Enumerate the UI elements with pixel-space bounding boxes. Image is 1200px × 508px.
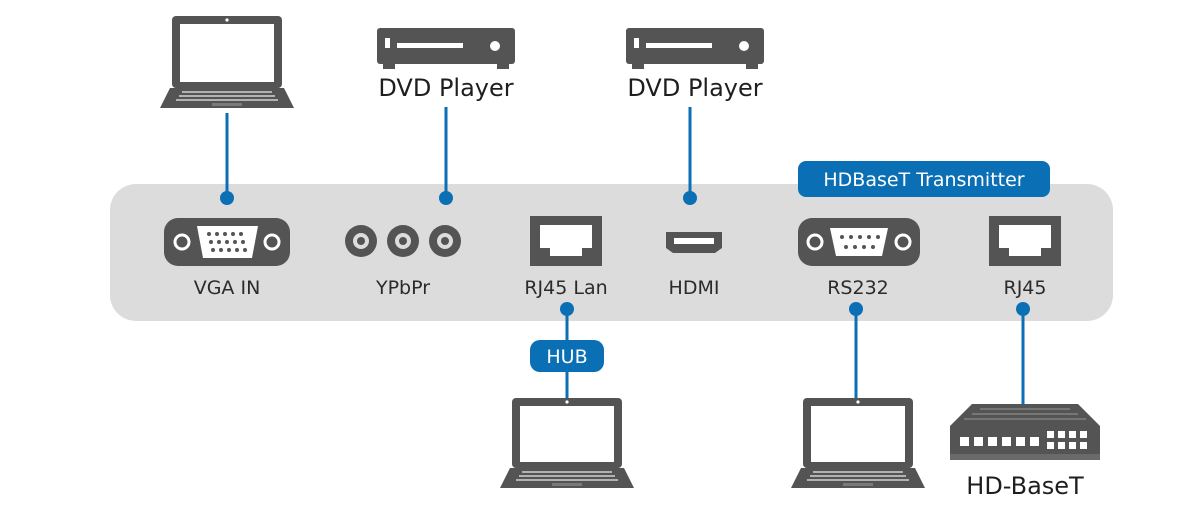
dot-ypbpr <box>439 191 453 205</box>
port-label-rj45: RJ45 <box>1004 277 1047 299</box>
dvd-label-hdmi: DVD Player <box>627 74 762 102</box>
connection-dots <box>220 191 1030 316</box>
transmitter-badge-label: HDBaseT Transmitter <box>823 169 1024 191</box>
port-label-ypbpr: YPbPr <box>375 277 430 299</box>
transmitter-badge <box>798 161 1050 197</box>
dot-rj45lan <box>560 302 574 316</box>
dot-vga <box>220 191 234 205</box>
dot-rj45 <box>1016 302 1030 316</box>
dot-rs232 <box>849 302 863 316</box>
hub-badge-label: HUB <box>546 346 587 368</box>
dvd-player-icon <box>377 28 515 69</box>
hub-badge <box>530 340 604 372</box>
vga-port-icon <box>164 218 290 266</box>
laptop-icon <box>160 16 294 108</box>
ethernet-port-icon <box>530 216 602 266</box>
hdbaset-receiver-icon <box>950 404 1100 460</box>
hdbaset-label: HD-BaseT <box>966 472 1084 500</box>
port-label-rs232: RS232 <box>827 277 889 299</box>
port-label-hdmi: HDMI <box>669 277 720 299</box>
dvd-player-icon <box>626 28 764 69</box>
ethernet-port-icon <box>989 216 1061 266</box>
dvd-label-ypbpr: DVD Player <box>378 74 513 102</box>
hdmi-port-icon <box>666 232 722 253</box>
port-label-rj45lan: RJ45 Lan <box>524 277 607 299</box>
port-label-vga: VGA IN <box>194 277 261 299</box>
laptop-icon <box>791 398 925 488</box>
dot-hdmi <box>683 191 697 205</box>
laptop-icon <box>500 398 634 488</box>
serial-port-icon <box>798 218 920 266</box>
rca-port-icon <box>345 225 461 257</box>
